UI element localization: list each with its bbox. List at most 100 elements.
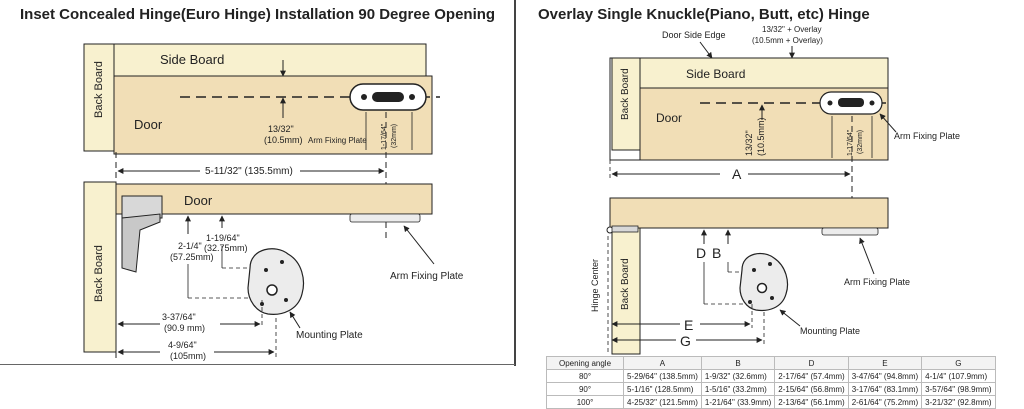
mounting-right-hole-4 — [748, 300, 752, 304]
table-row: 100° 4-25/32" (121.5mm) 1-21/64" (33.9mm… — [546, 395, 996, 409]
table-header-cell: A — [623, 356, 702, 370]
mounting-hole-3 — [280, 260, 284, 264]
table-cell: 3-21/32" (92.8mm) — [921, 395, 996, 409]
table-cell: 3-57/64" (98.9mm) — [921, 382, 996, 396]
back-board-bottom-label: Back Board — [93, 245, 105, 302]
hinge-arm — [121, 213, 161, 273]
dimension-table: Opening angle A B D E G 80° 5-29/64" (13… — [546, 356, 996, 409]
table-cell: 5-1/16" (128.5mm) — [623, 382, 702, 396]
table-cell: 2-17/64" (57.4mm) — [774, 369, 849, 383]
dim-32-75mm-label: (32.75mm) — [204, 243, 248, 253]
mounting-right-center — [756, 282, 768, 294]
bottom-rule — [0, 364, 515, 365]
arm-fixing-slot-top — [372, 92, 404, 102]
door-bottom — [115, 183, 433, 215]
dim-a-label: A — [732, 166, 742, 182]
back-board-top-label: Back Board — [93, 61, 105, 118]
arm-fixing-plate-top-label: Arm Fixing Plate — [894, 131, 960, 141]
dim-overlay-label-1: 13/32" + Overlay — [762, 25, 822, 34]
door-right-bottom — [609, 197, 889, 229]
dim-1-19-64-label: 1-19/64" — [206, 233, 240, 243]
table-cell: 5-29/64" (138.5mm) — [623, 369, 702, 383]
back-board-right-bottom — [611, 227, 641, 355]
table-header-cell: D — [774, 356, 849, 370]
left-top-view: Back Board Side Board Door 13/32" (10.5m… — [83, 43, 440, 360]
dim-32mm-label: (32mm) — [391, 124, 398, 148]
dim-57-25mm-label: (57.25mm) — [170, 252, 214, 262]
table-header-cell: E — [847, 356, 923, 370]
panel-divider — [514, 0, 516, 366]
dim-overlay-label-2: (10.5mm + Overlay) — [752, 36, 823, 45]
dim-d-label: D — [696, 245, 706, 261]
table-header-cell: B — [700, 356, 776, 370]
table-cell: 2-15/64" (56.8mm) — [774, 382, 849, 396]
dim-10-5mm-label: (10.5mm) — [264, 135, 303, 145]
back-board-bottom — [83, 181, 117, 353]
left-bottom-view: Back Board Door Arm Fixing Plate 1-19/64… — [83, 181, 464, 361]
mounting-plate-right — [739, 252, 789, 312]
mounting-plate-right-pointer — [779, 309, 801, 327]
table-cell: 1-5/16" (33.2mm) — [700, 382, 776, 396]
table-cell: 3-47/64" (94.8mm) — [847, 369, 923, 383]
back-board-top — [83, 43, 115, 152]
mounting-right-hole-3 — [768, 262, 772, 266]
mounting-hole-1 — [264, 268, 268, 272]
arm-fixing-plate-bottom-pointer — [859, 237, 875, 275]
mounting-right-hole-1 — [752, 268, 756, 272]
table-cell: 1-9/32" (32.6mm) — [700, 369, 776, 383]
table-cell: 2-61/64" (75.2mm) — [847, 395, 923, 409]
table-row: 80° 5-29/64" (138.5mm) 1-9/32" (32.6mm) … — [546, 369, 996, 383]
dim-10-5mm-right-label: (10.5mm) — [756, 117, 766, 156]
table-cell: 80° — [546, 369, 624, 383]
dim-1-17-64-label: 1-17/64" — [381, 123, 388, 150]
dim-g-label: G — [680, 333, 691, 349]
arm-fixing-plate-small-label: Arm Fixing Plate — [308, 136, 367, 145]
hinge-leaf — [611, 225, 639, 233]
door-side-edge-pointer — [699, 41, 713, 59]
table-header-cell: Opening angle — [546, 356, 624, 370]
mounting-hole-2 — [284, 298, 288, 302]
screw-hole-right-2 — [869, 100, 875, 106]
dim-4-9-64-label: 4-9/64" — [168, 340, 197, 350]
dim-3-37-64-label: 3-37/64" — [162, 312, 196, 322]
door-bottom-label: Door — [184, 193, 213, 208]
right-top-view: Door Side Edge 13/32" + Overlay (10.5mm … — [609, 25, 960, 230]
mounting-plate-pointer — [289, 311, 301, 329]
table-cell: 90° — [546, 382, 624, 396]
arm-fixing-plate-label: Arm Fixing Plate — [390, 271, 464, 282]
mounting-right-hole-2 — [770, 296, 774, 300]
arm-fixing-plate-bottom-label: Arm Fixing Plate — [844, 277, 910, 287]
mounting-center-hole — [266, 284, 278, 296]
arm-fixing-plate-top-pointer — [879, 113, 897, 133]
table-cell: 2-13/64" (56.1mm) — [774, 395, 849, 409]
table-cell: 1-21/64" (33.9mm) — [700, 395, 776, 409]
table-cell: 3-17/64" (83.1mm) — [847, 382, 923, 396]
table-cell: 100° — [546, 395, 624, 409]
mounting-plate-label: Mounting Plate — [296, 330, 363, 341]
table-header-row: Opening angle A B D E G — [546, 356, 996, 370]
arm-fixing-plate-pointer — [403, 225, 435, 265]
table-header-cell: G — [921, 356, 996, 370]
dim-13-32-right-label: 13/32" — [744, 130, 754, 156]
dim-5-11-32-label: 5-11/32" (135.5mm) — [205, 166, 293, 177]
side-board-right — [639, 57, 889, 89]
back-board-right-bottom-label: Back Board — [620, 258, 631, 310]
door-side-edge-label: Door Side Edge — [662, 30, 726, 40]
side-board-label: Side Board — [160, 52, 224, 67]
dim-b-label: B — [712, 245, 721, 261]
side-board-top — [113, 43, 427, 77]
screw-hole-left-top — [361, 94, 367, 100]
arm-fixing-plate-bottom — [349, 213, 421, 223]
table-cell: 4-1/4" (107.9mm) — [921, 369, 996, 383]
left-panel-title: Inset Concealed Hinge(Euro Hinge) Instal… — [20, 6, 496, 23]
door-right-label: Door — [656, 111, 682, 125]
dim-32mm-right-label: (32mm) — [857, 130, 864, 154]
screw-hole-right-1 — [827, 100, 833, 106]
mounting-plate — [247, 248, 305, 315]
back-board-right-top-label: Back Board — [620, 68, 631, 120]
right-bottom-view: Back Board Hinge Center Arm Fixing Plate… — [590, 197, 910, 355]
back-board-right-top — [611, 57, 641, 151]
dim-105mm-label: (105mm) — [170, 351, 206, 361]
table-cell: 4-25/32" (121.5mm) — [623, 395, 702, 409]
side-board-right-label: Side Board — [686, 67, 745, 81]
